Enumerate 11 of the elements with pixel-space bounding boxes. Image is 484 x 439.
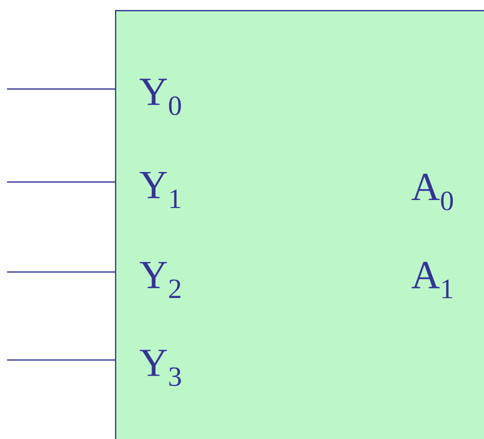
pin-line — [7, 359, 115, 361]
pin-line — [7, 88, 115, 90]
pin-label: A$_{1}$ — [412, 262, 452, 298]
block-box — [115, 10, 484, 439]
pin-label: Y$_{3}$ — [140, 350, 181, 386]
pin-label: Y$_{1}$ — [140, 172, 180, 208]
pin-line — [7, 181, 115, 183]
pin-label: Y$_{2}$ — [140, 262, 180, 298]
pin-label: A$_{0}$ — [412, 174, 453, 210]
pin-line — [7, 271, 115, 273]
pin-label: Y$_{0}$ — [140, 78, 181, 116]
